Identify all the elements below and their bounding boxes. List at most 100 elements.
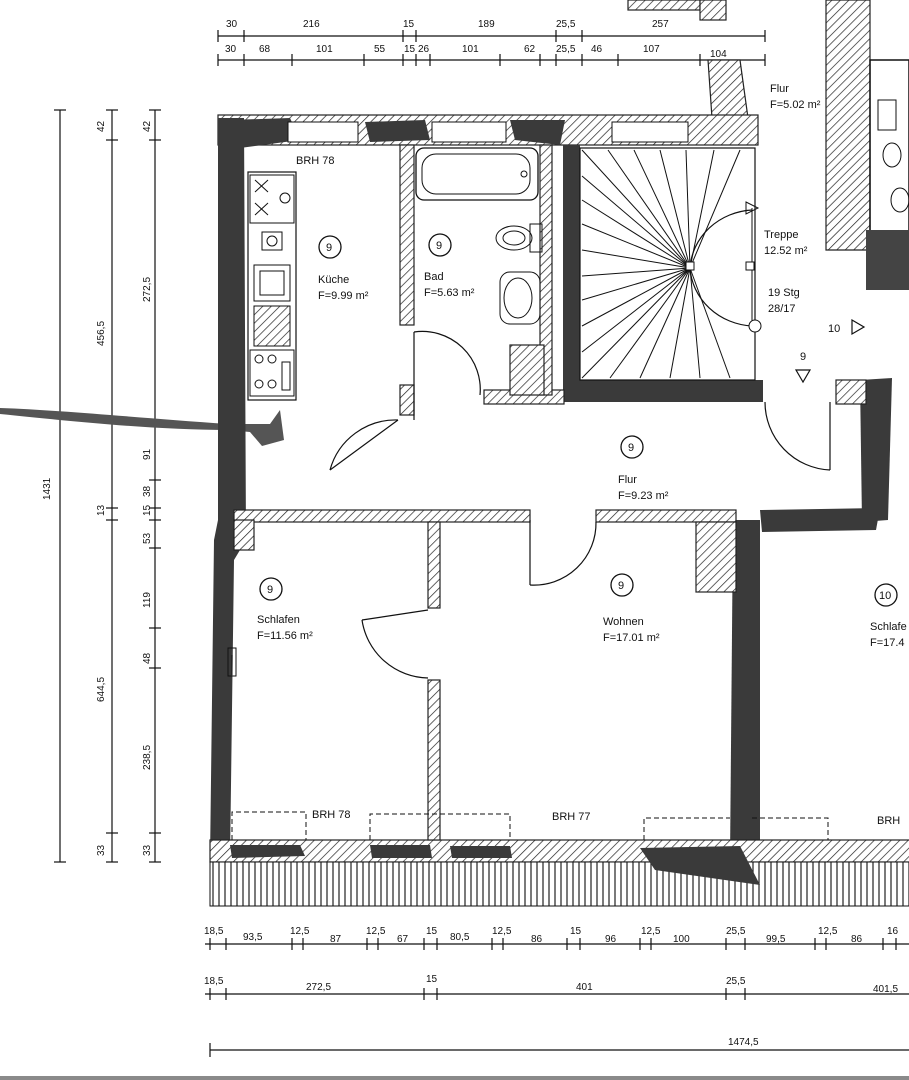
apartment-markers: 10 9 <box>794 318 866 384</box>
dim-bottom1-3: 87 <box>330 934 342 945</box>
dim-bottom2-1: 272,5 <box>306 982 331 993</box>
room-schlafen: 9 Schlafen F=11.56 m² <box>257 577 313 642</box>
dim-bottom2-0: 18,5 <box>204 976 224 987</box>
top-dimension-lines: 30 216 15 189 25,5 257 30 68 101 55 15 2… <box>217 19 766 66</box>
room-schlafen-area: F=11.56 m² <box>257 630 313 642</box>
dim-left-mid-1: 456,5 <box>96 321 107 346</box>
brh-label-wohnen: BRH 77 <box>552 811 591 823</box>
room-bad-area: F=5.63 m² <box>424 287 475 299</box>
dim-bottom1-8: 12,5 <box>492 926 512 937</box>
room-treppe-name: Treppe <box>764 229 798 241</box>
dim-bottom-total: 1474,5 <box>728 1037 759 1048</box>
room-bad: 9 Bad F=5.63 m² <box>424 233 475 299</box>
room-schlafen-name: Schlafen <box>257 614 300 626</box>
bathroom-fixtures <box>415 147 543 325</box>
dim-top2-9: 46 <box>591 44 603 55</box>
dim-left-mid-2: 13 <box>96 504 107 516</box>
brh-label-right: BRH <box>877 815 900 827</box>
room-schlafen-right: 10 Schlafe F=17.4 <box>870 583 907 649</box>
dim-left-inner-2: 91 <box>142 448 153 460</box>
dim-bottom2-2: 15 <box>426 974 438 985</box>
dim-top2-10: 107 <box>643 44 660 55</box>
dim-bottom1-14: 25,5 <box>726 926 746 937</box>
room-kueche-name: Küche <box>318 274 349 286</box>
room-treppe: Treppe 12.52 m² 19 Stg 28/17 <box>764 229 808 315</box>
dim-top1-3: 189 <box>478 19 495 30</box>
dim-top2-5: 26 <box>418 44 430 55</box>
dim-bottom2-4: 25,5 <box>726 976 746 987</box>
dim-left-inner-0: 42 <box>142 120 153 132</box>
room-schlafen-right-name: Schlafe <box>870 621 907 633</box>
dim-left-inner-1: 272,5 <box>142 277 153 302</box>
marker-nine: 9 <box>800 351 806 363</box>
dim-bottom2-5: 401,5 <box>873 984 898 995</box>
dim-top2-0: 30 <box>225 44 237 55</box>
dim-left-mid-3: 644,5 <box>96 677 107 702</box>
dim-top1-5: 257 <box>652 19 669 30</box>
dim-bottom1-12: 12,5 <box>641 926 661 937</box>
room-flur-number: 9 <box>628 442 634 454</box>
bottom-dimension-lines: 18,5 93,5 12,5 87 12,5 67 15 80,5 12,5 8… <box>204 926 909 1057</box>
dim-top2-6: 101 <box>462 44 479 55</box>
dim-top2-1: 68 <box>259 44 271 55</box>
dim-bottom1-13: 100 <box>673 934 690 945</box>
dim-left-inner-6: 119 <box>142 592 153 608</box>
dim-bottom1-7: 80,5 <box>450 932 470 943</box>
brh-labels: BRH 78 BRH 78 BRH 77 BRH <box>296 155 900 827</box>
room-treppe-steps: 19 Stg <box>768 287 800 299</box>
dim-left-inner-4: 15 <box>142 504 153 516</box>
brh-label-schlafen: BRH 78 <box>312 809 351 821</box>
dim-top2-2: 101 <box>316 44 333 55</box>
dim-left-mid-4: 33 <box>96 844 107 856</box>
door-swings <box>329 330 831 679</box>
room-bad-number: 9 <box>436 240 442 252</box>
dim-top2-3: 55 <box>374 44 386 55</box>
dim-bottom1-17: 86 <box>851 934 863 945</box>
pipe-line <box>0 408 284 446</box>
marker-ten-arrow-icon <box>851 318 866 336</box>
room-wohnen-area: F=17.01 m² <box>603 632 660 644</box>
room-flur-top-name: Flur <box>770 83 789 95</box>
dim-bottom1-0: 18,5 <box>204 926 224 937</box>
room-schlafen-number: 9 <box>267 584 273 596</box>
brh-label-kitchen: BRH 78 <box>296 155 335 167</box>
dim-bottom1-15: 99,5 <box>766 934 786 945</box>
room-flur-name: Flur <box>618 474 637 486</box>
dim-top2-7: 62 <box>524 44 536 55</box>
bottom-scroll-strip <box>0 1076 909 1080</box>
dim-top2-8: 25,5 <box>556 44 576 55</box>
dim-bottom2-3: 401 <box>576 982 593 993</box>
dim-top2-11: 104 <box>710 49 727 60</box>
dim-left-mid-0: 42 <box>96 120 107 132</box>
dim-bottom1-10: 15 <box>570 926 582 937</box>
dim-top1-1: 216 <box>303 19 320 30</box>
interior-walls <box>233 144 867 841</box>
room-wohnen: 9 Wohnen F=17.01 m² <box>603 573 660 644</box>
room-flur-top-area: F=5.02 m² <box>770 99 821 111</box>
dim-top2-4: 15 <box>404 44 416 55</box>
dim-left-inner-3: 38 <box>142 485 153 497</box>
dim-bottom1-2: 12,5 <box>290 926 310 937</box>
kitchen-fixtures <box>247 171 297 401</box>
marker-ten: 10 <box>828 323 840 335</box>
dim-bottom1-18: 16 <box>887 926 899 937</box>
room-schlafen-right-number: 10 <box>879 590 891 602</box>
staircase <box>579 147 762 381</box>
dim-top1-4: 25,5 <box>556 19 576 30</box>
dim-left-inner-7: 48 <box>142 652 153 664</box>
dim-bottom1-1: 93,5 <box>243 932 263 943</box>
dim-left-inner-5: 53 <box>142 532 153 544</box>
room-treppe-area: 12.52 m² <box>764 245 808 257</box>
left-dimension-lines: 1431 42 456,5 13 644,5 33 42 272,5 91 38… <box>42 109 161 863</box>
dim-bottom1-11: 96 <box>605 934 617 945</box>
room-wohnen-number: 9 <box>618 580 624 592</box>
dim-top1-0: 30 <box>226 19 238 30</box>
marker-nine-arrow-icon <box>794 369 812 384</box>
dim-bottom1-6: 15 <box>426 926 438 937</box>
dim-bottom1-5: 67 <box>397 934 409 945</box>
room-kueche-area: F=9.99 m² <box>318 290 369 302</box>
room-flur-area: F=9.23 m² <box>618 490 669 502</box>
neighbor-fragments <box>627 0 909 290</box>
dim-top1-2: 15 <box>403 19 415 30</box>
